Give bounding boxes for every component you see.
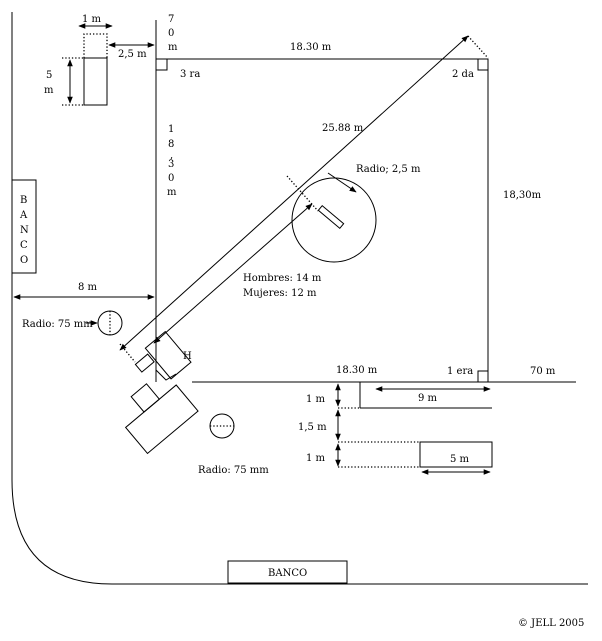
coach-box-lower xyxy=(419,441,493,468)
label-1m-b: 1 m xyxy=(306,453,326,464)
pitching-distance-arrow xyxy=(153,203,313,344)
label-bottom-18-30: 18.30 m xyxy=(336,365,378,376)
label-top-18-30: 18.30 m xyxy=(290,42,332,53)
diag-dotted-2nd xyxy=(467,35,489,59)
outer-fence xyxy=(11,12,588,585)
label-radio-75-bottom: Radio: 75 mm xyxy=(198,465,269,476)
label-banco-bottom: BANCO xyxy=(268,568,307,579)
label-70m-v2: 0 xyxy=(168,28,174,39)
label-left-v2: 8 xyxy=(168,139,174,150)
third-base xyxy=(155,58,168,71)
label-banco-side-5: O xyxy=(20,255,28,266)
label-left-v4: 3 xyxy=(168,159,174,170)
label-banco-side-3: N xyxy=(20,225,29,236)
label-5m-bottom: 5 m xyxy=(450,454,470,465)
label-left-v1: 1 xyxy=(168,124,174,135)
label-70m-v3: m xyxy=(168,42,178,53)
label-second-base: 2 da xyxy=(452,69,474,80)
diag-dotted-home xyxy=(119,343,136,363)
label-diag-25-88: 25.88 m xyxy=(322,123,364,134)
label-copyright: © JELL 2005 xyxy=(518,618,584,629)
label-radio-center: Radio; 2,5 m xyxy=(356,164,421,175)
label-radio-75-left: Radio: 75 mm xyxy=(22,319,93,330)
top-left-box xyxy=(83,57,108,106)
label-left-v5: 0 xyxy=(168,173,174,184)
label-2-5m: 2,5 m xyxy=(118,49,147,60)
second-base xyxy=(477,58,489,71)
bottom-bench xyxy=(227,560,348,584)
pitcher-circle xyxy=(291,177,377,263)
home-notch xyxy=(155,369,177,381)
pitcher-plate xyxy=(317,204,345,230)
label-right-70m: 70 m xyxy=(530,366,556,377)
label-70m-v1: 7 xyxy=(168,14,174,25)
label-banco-side-2: A xyxy=(19,210,28,221)
home-plate-area xyxy=(124,330,199,455)
label-first-base: 1 era xyxy=(447,366,473,377)
label-h: H xyxy=(183,351,192,362)
label-5m-b: m xyxy=(44,85,54,96)
label-left-v6: m xyxy=(167,187,177,198)
label-1m-a: 1 m xyxy=(306,394,326,405)
label-mujeres: Mujeres: 12 m xyxy=(243,288,317,299)
label-hombres: Hombres: 14 m xyxy=(243,273,322,284)
label-banco-side-4: C xyxy=(20,240,28,251)
label-1m-top: 1 m xyxy=(82,14,102,25)
label-1-5m: 1,5 m xyxy=(298,422,327,433)
label-right-18-30: 18,30m xyxy=(503,190,542,201)
side-bench xyxy=(11,179,37,274)
top-left-box-dotted xyxy=(83,33,108,58)
label-9m: 9 m xyxy=(418,393,438,404)
label-third-base: 3 ra xyxy=(180,69,200,80)
pitching-dotted xyxy=(286,175,319,212)
label-banco-side-1: B xyxy=(20,195,27,206)
first-base xyxy=(477,370,489,383)
label-left-v3: , xyxy=(170,150,173,161)
label-5m-a: 5 xyxy=(46,70,52,81)
label-8m: 8 m xyxy=(78,282,98,293)
